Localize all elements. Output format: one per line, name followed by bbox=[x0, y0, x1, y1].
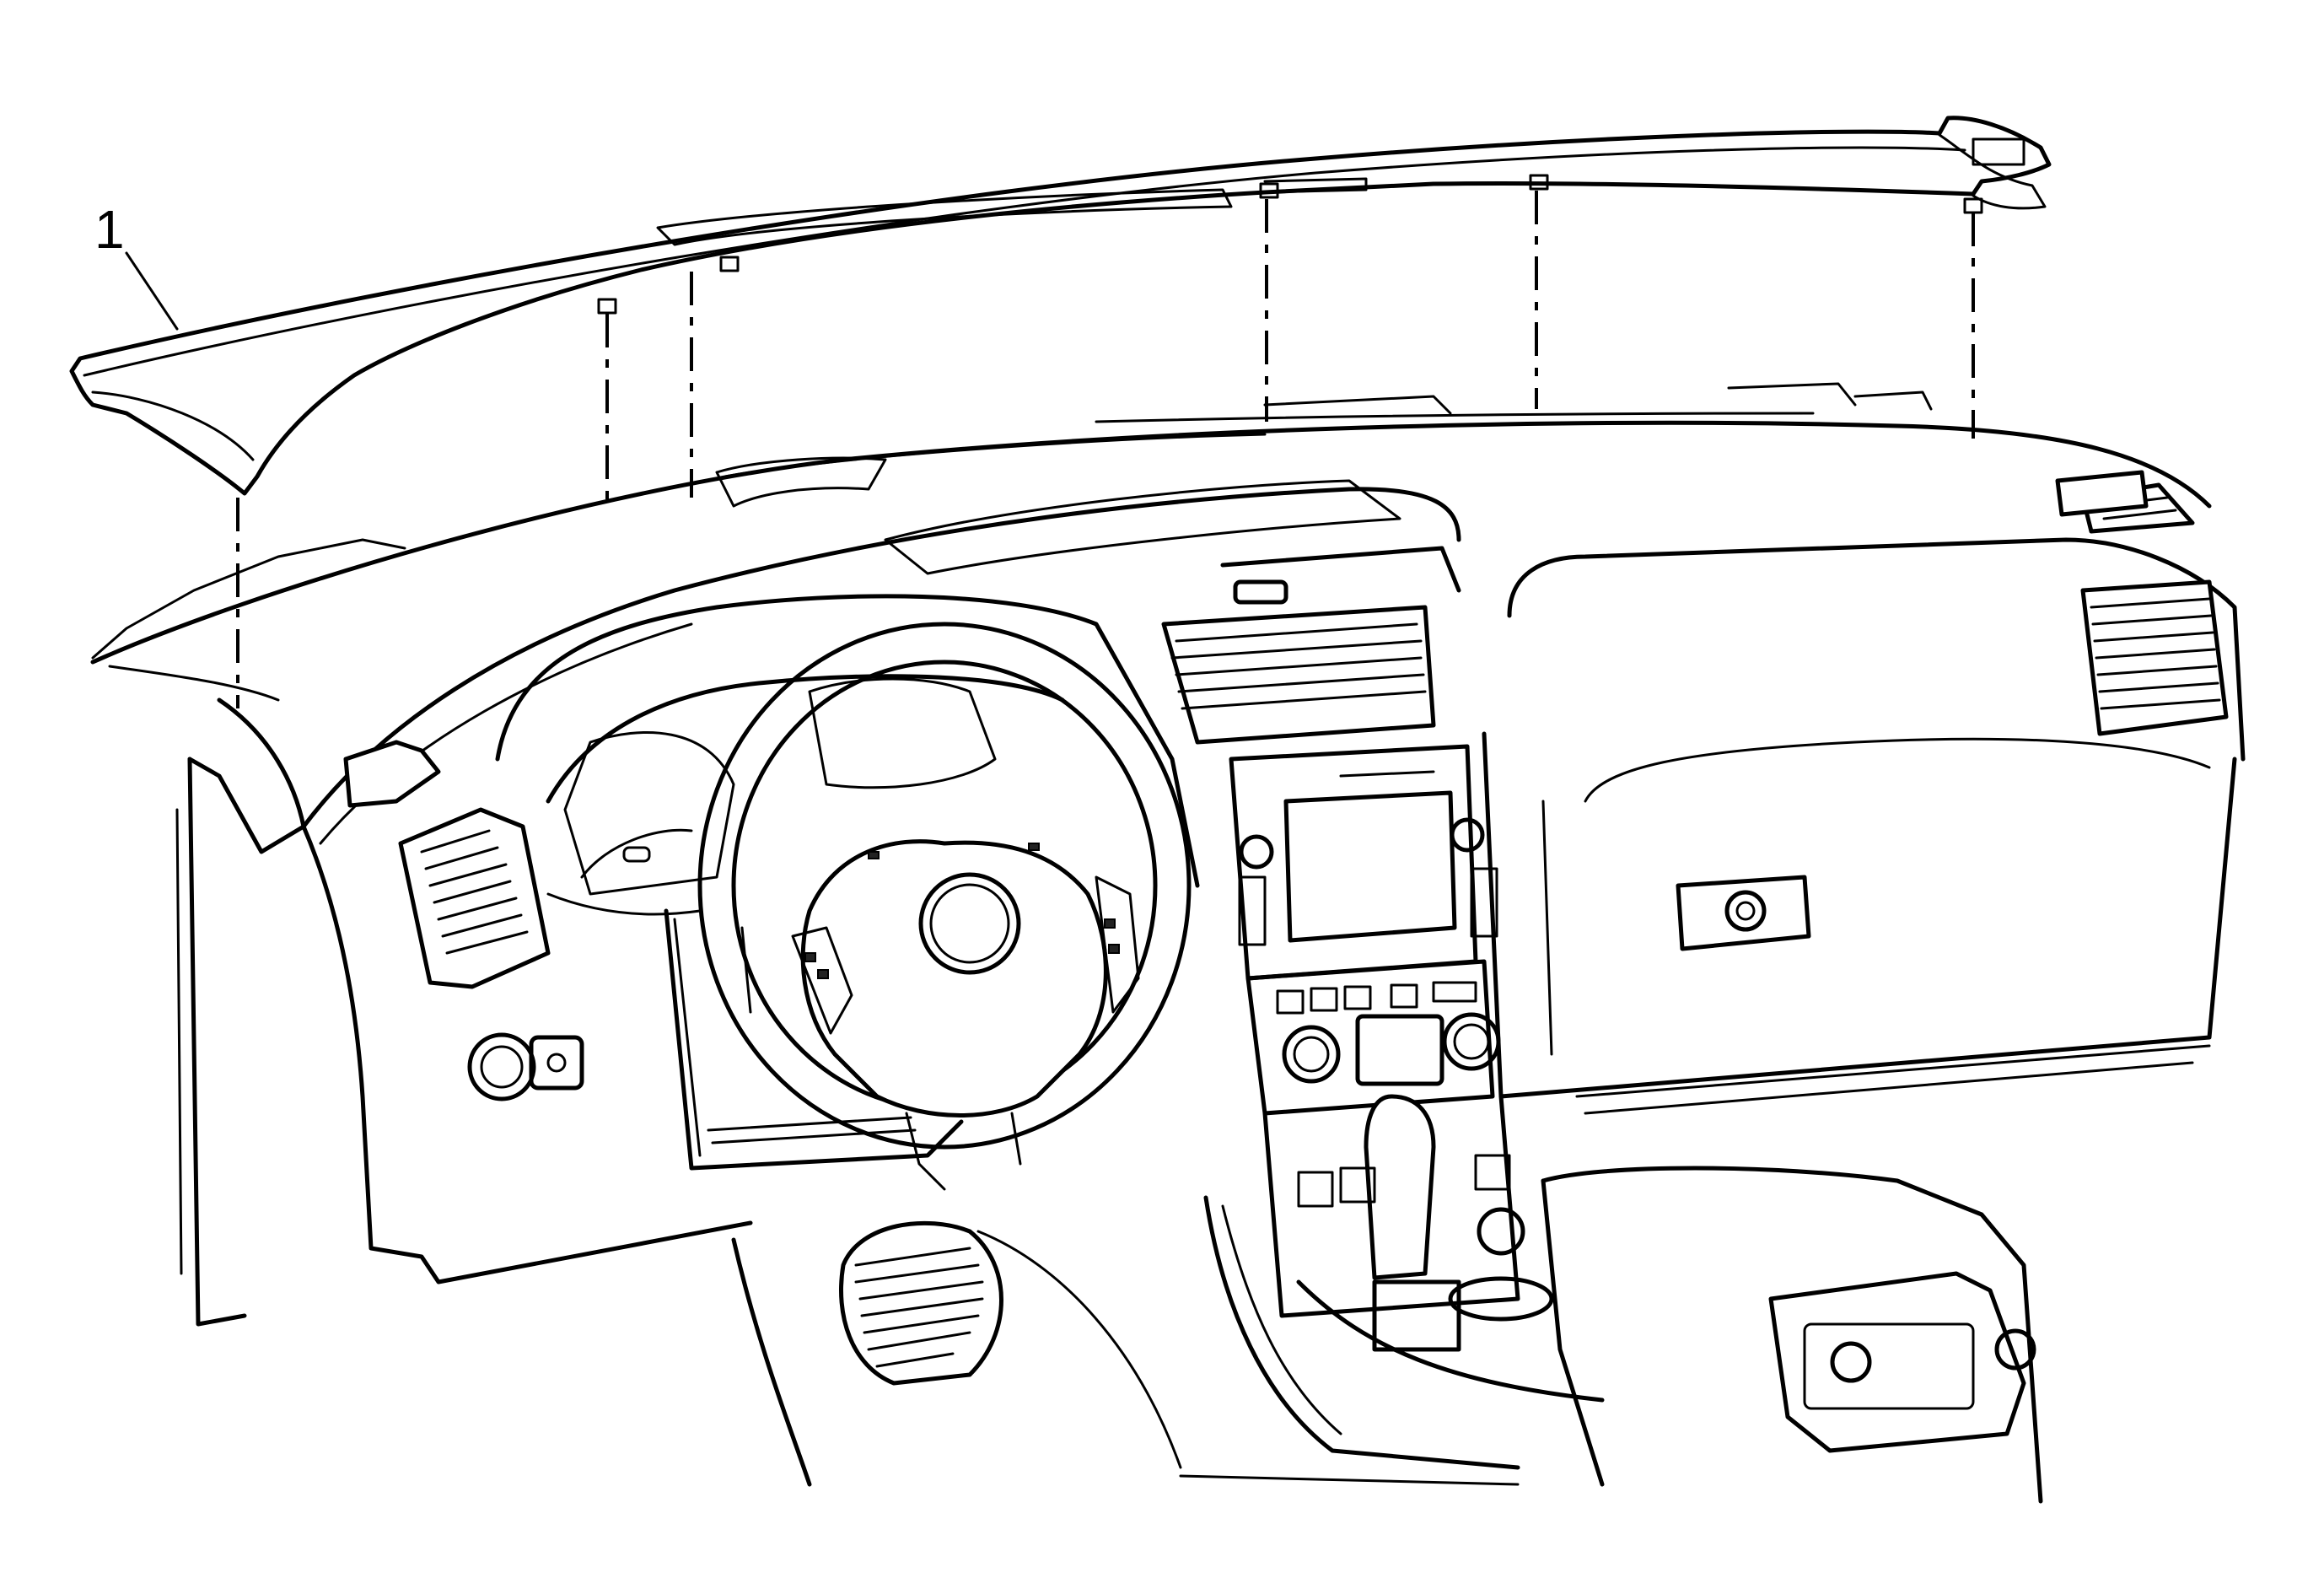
callout-leader bbox=[125, 251, 179, 331]
callout-1: 1 bbox=[94, 199, 125, 260]
instrument-panel-body bbox=[90, 382, 2246, 1504]
alignment-lines bbox=[236, 191, 1975, 708]
upper-trim-panel bbox=[69, 116, 2052, 496]
